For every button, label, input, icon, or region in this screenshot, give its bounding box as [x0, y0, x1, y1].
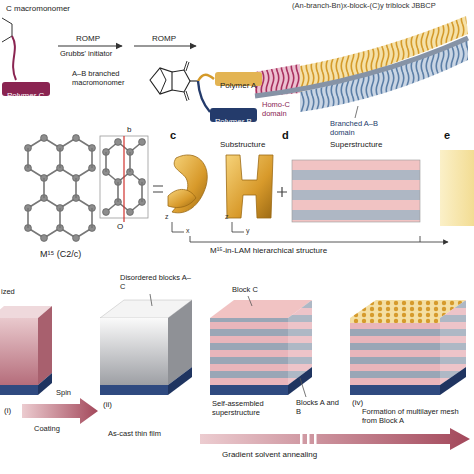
axis-label: y [246, 227, 250, 235]
film-label: Block C [232, 286, 258, 295]
axis-label: z [225, 213, 229, 221]
step-number: (i) [4, 406, 11, 415]
panel-letter: c [170, 129, 176, 142]
polymer-tag: Polymer B [210, 108, 257, 122]
scheme-label: A–B branched macromonomer [72, 70, 146, 87]
reaction-label: ROMP [152, 34, 176, 43]
structure-label: M¹⁵ (C2/c) [40, 249, 81, 259]
node-text: Polymer B [215, 117, 252, 126]
domain-label: Branched A–B domain [330, 120, 392, 137]
reaction-label: Grubbs' initiator [60, 50, 112, 59]
panel-title: Superstructure [330, 140, 382, 149]
polymer-tag: Polymer C [2, 82, 50, 96]
panel-letter: e [444, 129, 450, 142]
crystal-lattice [28, 136, 163, 238]
film-label: ized [1, 288, 15, 297]
superstructure-lamellae [190, 150, 474, 242]
film-label: Formation of multilayer mesh from Block … [362, 408, 470, 425]
film-label: Blocks A and B [296, 399, 344, 416]
film-label: Self-assembled superstructure [212, 400, 284, 417]
polymer-tag: Polymer A [215, 72, 262, 86]
step-number: (ii) [103, 400, 112, 409]
panel-title: Substructure [220, 140, 265, 149]
axis-label: O [117, 222, 123, 231]
scheme-label: C macromonomer [6, 4, 70, 13]
step-number: (iv) [352, 398, 363, 407]
process-label: Coating [34, 425, 60, 434]
polymer-title: (An-branch-Bn)x-block-(C)y triblock JBBC… [292, 2, 436, 11]
film-label: As-cast thin film [108, 430, 161, 439]
panel-letter: d [282, 129, 289, 142]
axis-label: x [186, 227, 190, 235]
film-label: Disordered blocks A–C [120, 274, 192, 291]
node-text: Polymer A [220, 81, 256, 90]
node-text: Polymer C [7, 91, 44, 100]
domain-label: Homo-C domain [262, 101, 302, 118]
axis-label: b [127, 125, 131, 134]
thin-film-stages [0, 294, 470, 450]
bottlebrush-illustration [255, 16, 468, 118]
reaction-label: ROMP [76, 34, 100, 43]
structure-label: M¹⁵-in-LAM hierarchical structure [210, 246, 327, 255]
process-label: Gradient solvent annealing [222, 450, 317, 459]
substructure-shapes [168, 155, 287, 232]
synthesis-scheme [2, 18, 214, 112]
axis-label: z [165, 213, 169, 221]
process-label: Spin [56, 389, 71, 398]
